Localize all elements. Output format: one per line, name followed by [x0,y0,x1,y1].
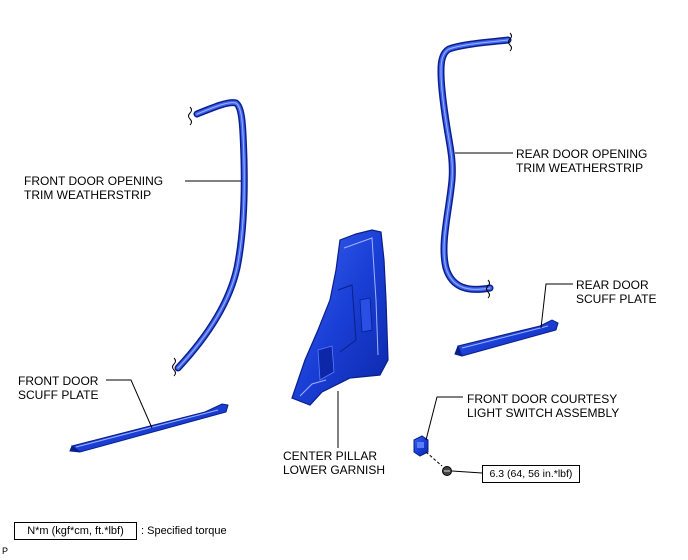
break-mark-icon [188,106,192,126]
legend-description: : Specified torque [141,525,227,537]
torque-spec-box: 6.3 (64, 56 in.*lbf) [482,465,580,483]
label-front-weatherstrip: FRONT DOOR OPENING TRIM WEATHERSTRIP [24,174,163,202]
label-line: REAR DOOR [576,278,649,292]
rear-door-scuff-plate [454,319,559,357]
front-door-weatherstrip [172,99,248,377]
center-pillar-lower-garnish [291,229,389,406]
label-line: TRIM WEATHERSTRIP [516,161,644,175]
label-line: FRONT DOOR OPENING [24,174,164,188]
label-line: FRONT DOOR [18,374,99,388]
leader-lines [106,152,573,448]
front-door-scuff-plate [69,403,229,453]
break-mark-icon [172,357,176,377]
break-mark-icon [486,279,490,299]
label-line: LIGHT SWITCH ASSEMBLY [467,406,620,420]
label-line: SCUFF PLATE [576,292,657,306]
corner-mark: P [2,546,9,556]
label-center-pillar: CENTER PILLAR LOWER GARNISH [283,449,385,477]
label-line: LOWER GARNISH [283,463,386,477]
label-line: TRIM WEATHERSTRIP [24,188,152,202]
break-mark-icon [508,32,512,52]
label-line: FRONT DOOR COURTESY [467,392,618,406]
rear-door-weatherstrip [437,32,512,299]
leader-front-scuff [106,379,153,429]
label-rear-scuff: REAR DOOR SCUFF PLATE [576,278,656,306]
label-line: REAR DOOR OPENING [516,147,648,161]
label-line: CENTER PILLAR [283,449,378,463]
label-front-scuff: FRONT DOOR SCUFF PLATE [18,374,98,402]
legend-unit-box: N*m (kgf*cm, ft.*lbf) [14,522,137,540]
screw-icon [442,466,483,476]
leader-rear-scuff [540,283,573,329]
label-line: SCUFF PLATE [18,388,99,402]
courtesy-light-switch [413,435,443,467]
leader-courtesy-switch [425,396,463,441]
label-rear-weatherstrip: REAR DOOR OPENING TRIM WEATHERSTRIP [516,147,647,175]
label-courtesy-switch: FRONT DOOR COURTESY LIGHT SWITCH ASSEMBL… [467,392,619,420]
